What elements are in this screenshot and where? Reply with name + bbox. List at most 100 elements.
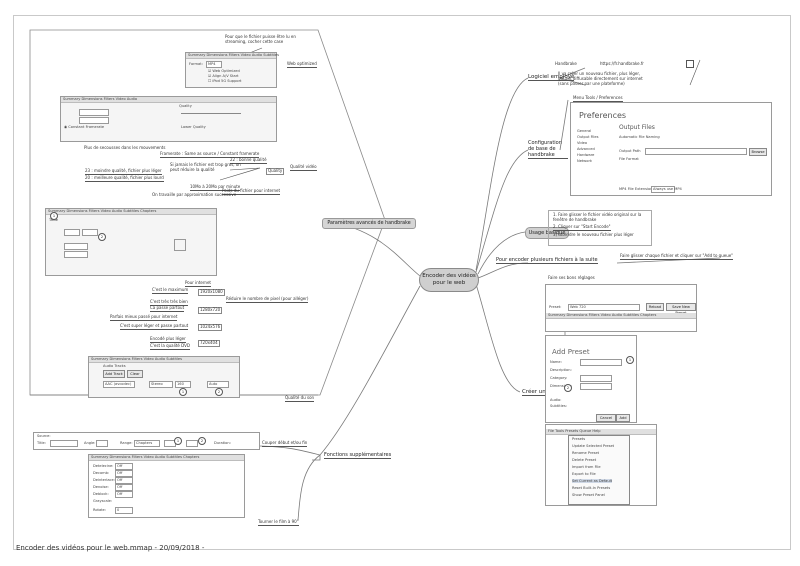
size-3-label: Ca passe partout [150, 305, 185, 312]
height-field[interactable] [82, 229, 98, 236]
pref-side-0[interactable]: General [577, 129, 592, 133]
title-select[interactable] [50, 440, 78, 447]
size-7-label: C'est la qualité DVD [150, 343, 190, 350]
browse-button[interactable]: Browse [749, 148, 767, 156]
bitrate-note: Poids du fichier pour internet [222, 188, 281, 195]
marker-2: 2 [98, 233, 106, 241]
web-optimized-note-1: Pour que le fichier puisse être lu en [225, 34, 296, 39]
framerate-field[interactable] [79, 117, 109, 124]
marker-a2: 2 [215, 388, 223, 396]
approx-note: On travaille par approximation successiv… [152, 192, 237, 197]
branch-preset[interactable]: Créer un Preset [522, 389, 565, 396]
branch-multi[interactable]: Pour encoder plusieurs fichiers à la sui… [496, 257, 598, 264]
samplerate-select[interactable]: Auto [207, 381, 229, 388]
shot2-tabs: Summary Dimensions Filters Video Audio [63, 97, 138, 101]
branch-software[interactable]: Logiciel employé [528, 74, 575, 81]
output-path-label: Output Path [619, 149, 641, 153]
cancel-button[interactable]: Cancel [596, 414, 616, 422]
format-select[interactable]: MP4 [206, 61, 222, 68]
rf22-label: 22 : bonne qualité [230, 157, 267, 164]
dimensions-field[interactable] [580, 383, 612, 390]
software-desc-1: Il va créer un nouveau fichier, plus lég… [558, 71, 641, 76]
range-end[interactable] [186, 440, 198, 447]
quality-slider[interactable] [181, 113, 241, 114]
pref-side-4[interactable]: Hardware [577, 153, 595, 157]
cb-align-av[interactable]: ☑ Align A/V Start [208, 74, 239, 78]
modulus-field[interactable] [64, 251, 88, 258]
dd-5[interactable]: Export to File [572, 472, 596, 476]
size-7-value: 720x404 [198, 340, 220, 347]
crop-box [174, 239, 186, 251]
dd-0[interactable]: Presets [572, 437, 586, 441]
mp4-select[interactable]: Always use MP4 [651, 186, 682, 193]
software-url[interactable]: https://fr.handbrake.fr [600, 61, 644, 66]
dimensions-label: Dimensions: [550, 384, 573, 388]
lower-quality: Lower Quality [181, 125, 206, 129]
usage-step-1: 1. Faire glisser le fichier vidéo origin… [553, 212, 642, 222]
dd-6[interactable]: Set Current as Default [572, 479, 613, 484]
add-button[interactable]: Add [616, 414, 630, 422]
marker-1: 1 [50, 212, 58, 220]
f-val-2[interactable]: Off [115, 477, 133, 484]
marker-a1: 1 [179, 388, 187, 396]
reload-button[interactable]: Reload [646, 303, 664, 311]
pref-side-3[interactable]: Advanced [577, 147, 595, 151]
dd-7[interactable]: Reset Built-In Presets [572, 486, 611, 490]
dd-8[interactable]: Show Preset Panel [572, 493, 605, 497]
codec-select[interactable]: AAC (avcodec) [103, 381, 135, 388]
dd-1[interactable]: Update Selected Preset [572, 444, 615, 448]
angle-select[interactable] [96, 440, 108, 447]
link-icon[interactable] [686, 60, 694, 68]
config-menu: Menu Tools / Preferences [573, 95, 623, 102]
clear-button[interactable]: Clear [127, 370, 143, 378]
size-3-value: 1280x720 [198, 307, 223, 314]
quality-label-box: Quality [266, 168, 285, 175]
audio-quality-label: Qualité du son [285, 395, 315, 402]
f-val-1[interactable]: Off [115, 470, 133, 477]
quality-note-1: Plus de secousses dans les mouvements [84, 145, 166, 150]
f-val-0[interactable]: Off [115, 463, 133, 470]
audio-label: Audio: [550, 398, 562, 402]
output-path-field[interactable] [645, 148, 747, 155]
category-field[interactable] [580, 375, 612, 382]
f-val-6[interactable]: 0 [115, 507, 133, 514]
angle-label: Angle: [84, 441, 96, 445]
audio-bitrate-select[interactable]: 160 [175, 381, 191, 388]
dd-2[interactable]: Rename Preset [572, 451, 600, 455]
dimensions-tab-screenshot: Summary Dimensions Filters Video Audio S… [45, 208, 217, 276]
pref-side-1[interactable]: Output Files [577, 135, 599, 139]
pref-side-5[interactable]: Network [577, 159, 593, 163]
rf20-label: 20 : meilleure qualité, fichier plus lou… [85, 175, 164, 182]
mixdown-select[interactable]: Stereo [149, 381, 173, 388]
dd-3[interactable]: Delete Preset [572, 458, 597, 462]
save-new-preset-button[interactable]: Save New Preset [666, 303, 696, 315]
cb-web-optimized[interactable]: ☑ Web Optimized [208, 69, 240, 73]
pref-side-2[interactable]: Video [577, 141, 588, 145]
mp4-label: MP4 File Extension: [619, 187, 654, 191]
anamorphic-field[interactable] [64, 243, 88, 250]
center-title-line2: pour le web [432, 280, 466, 286]
f-row-2: Deinterlace: [93, 478, 115, 482]
cfr-radio[interactable]: ◉ Constant Framerate [64, 125, 105, 129]
add-track-button[interactable]: Add Track [103, 370, 125, 378]
center-node[interactable]: Encoder des vidéos pour le web [419, 268, 479, 292]
branch-config[interactable]: Configuration de base de handbrake [528, 140, 568, 159]
range-select[interactable]: Chapters [134, 440, 160, 447]
video-encoder-field[interactable] [79, 109, 109, 116]
software-handbrake: Handbrake [555, 61, 577, 66]
branch-extra[interactable]: Fonctions supplémentaires [324, 452, 392, 459]
multi-note: Faire glisser chaque fichier et cliquer … [620, 253, 734, 260]
width-field[interactable] [64, 229, 80, 236]
software-desc-2: qui est diffusable directement sur inter… [558, 76, 643, 81]
preset-select[interactable]: Web 720 [568, 304, 640, 311]
f-val-3[interactable]: Off [115, 484, 133, 491]
branch-advanced-node[interactable]: Paramètres avancés de handbrake [322, 218, 416, 229]
name-field[interactable] [580, 359, 622, 366]
bitrate-label: 10Mo à 20Mo par minute [190, 184, 241, 191]
presets-menu-screenshot: File Tools Presets Queue Help Presets Up… [545, 424, 657, 506]
dd-4[interactable]: Import from File [572, 465, 601, 469]
marker-e2: 2 [198, 437, 206, 445]
usage-step-3: 3) attendre le nouveau fichier plus lége… [553, 232, 634, 237]
f-val-4[interactable]: Off [115, 491, 133, 498]
cb-ipod[interactable]: ☐ iPod 5G Support [208, 79, 242, 83]
